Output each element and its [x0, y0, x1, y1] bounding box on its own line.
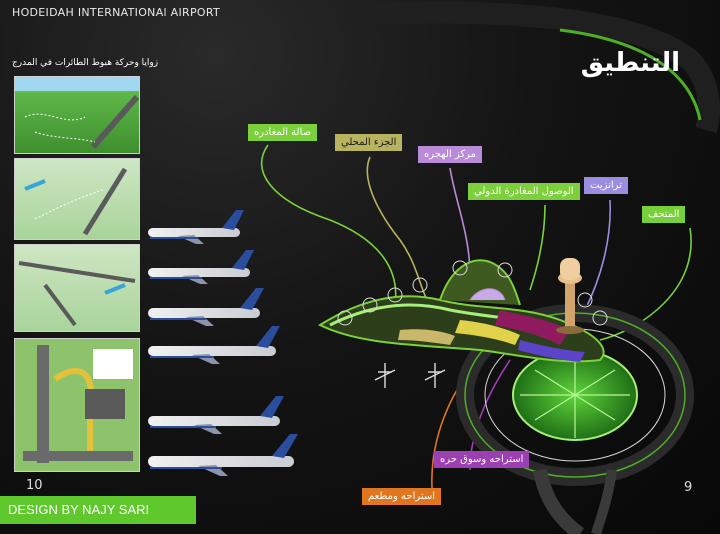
footer-bar — [0, 496, 196, 524]
runway-thumbnail-3 — [14, 244, 140, 332]
airport-layout-diagram — [23, 345, 133, 463]
runway-diagram-3 — [18, 261, 136, 327]
runway-thumbnail-2 — [14, 158, 140, 240]
design-credit: DESIGN BY NAJY SARI — [8, 502, 150, 517]
airplane-icon — [374, 363, 446, 388]
label-transit: ترانزيت — [584, 177, 628, 194]
label-garden: المتحف — [642, 206, 686, 223]
label-hajj-center: مركز الهجره — [418, 146, 482, 163]
page-number-left: 10 — [26, 478, 43, 493]
runway-caption: زوايا وحركة هبوط الطائرات في المدرج — [12, 58, 159, 68]
label-departures-hall: صالة المغادره — [248, 124, 318, 141]
label-domestic: الجزء المحلي — [335, 134, 403, 151]
control-tower-icon — [556, 258, 584, 334]
runway-thumbnail-1 — [14, 76, 140, 154]
label-rest-market: استراحه وسوق حره — [434, 451, 530, 468]
frame-accent-line — [559, 28, 702, 121]
runway-diagram-1 — [24, 95, 139, 149]
page-number-right: 9 — [684, 480, 693, 495]
runway-diagram-2 — [24, 167, 128, 236]
aircraft-lineup — [148, 210, 298, 476]
label-rest-restaurant: استراحه ومطعم — [362, 488, 442, 505]
airport-title: HODEIDAH INTERNATIONAl AIRPORT — [12, 6, 221, 19]
airport-layout-thumbnail — [14, 338, 140, 472]
label-intl-arrivals: الوصول المغادرة الدولي — [468, 183, 580, 200]
page-title: التنطيق — [580, 48, 680, 78]
terminal-model — [317, 259, 608, 363]
